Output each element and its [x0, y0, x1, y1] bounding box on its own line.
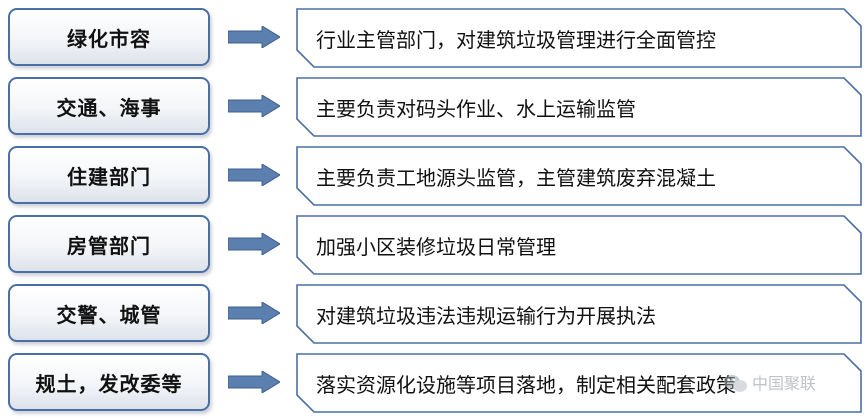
agency-box: 交警、城管	[8, 284, 210, 342]
agency-label: 交通、海事	[56, 95, 162, 120]
agency-box: 规土，发改委等	[8, 353, 210, 411]
diagram-row: 房管部门 加强小区装修垃圾日常管理	[0, 215, 868, 275]
duty-box	[296, 353, 862, 413]
diagram-row: 住建部门 主要负责工地源头监管，主管建筑废弃混凝土	[0, 146, 868, 206]
diagram-row: 规土，发改委等 落实资源化设施等项目落地，制定相关配套政策	[0, 353, 868, 413]
agency-label: 住建部门	[67, 164, 151, 189]
duty-box	[296, 284, 862, 344]
duty-text: 加强小区装修垃圾日常管理	[316, 234, 556, 259]
duty-box	[296, 77, 862, 137]
diagram-row: 绿化市容 行业主管部门，对建筑垃圾管理进行全面管控	[0, 8, 868, 68]
agency-label: 绿化市容	[67, 26, 151, 51]
duty-text: 主要负责工地源头监管，主管建筑废弃混凝土	[316, 165, 716, 190]
diagram-row: 交通、海事 主要负责对码头作业、水上运输监管	[0, 77, 868, 137]
agency-box: 房管部门	[8, 215, 210, 273]
duty-box	[296, 8, 862, 68]
right-arrow-icon	[228, 95, 280, 117]
right-arrow-icon	[228, 233, 280, 255]
agency-label: 规土，发改委等	[35, 371, 183, 396]
duty-box	[296, 215, 862, 275]
right-arrow-icon	[228, 371, 280, 393]
diagram-row: 交警、城管 对建筑垃圾违法违规运输行为开展执法	[0, 284, 868, 344]
watermark: 中国聚联	[724, 374, 816, 393]
duty-text: 对建筑垃圾违法违规运输行为开展执法	[316, 303, 656, 328]
right-arrow-icon	[228, 26, 280, 48]
duty-text: 行业主管部门，对建筑垃圾管理进行全面管控	[316, 27, 716, 52]
wechat-logo-icon	[724, 375, 747, 392]
agency-box: 绿化市容	[8, 8, 210, 66]
agency-label: 房管部门	[67, 233, 151, 258]
agency-box: 交通、海事	[8, 77, 210, 135]
right-arrow-icon	[228, 164, 280, 186]
watermark-text: 中国聚联	[752, 374, 816, 393]
duty-text: 落实资源化设施等项目落地，制定相关配套政策	[316, 372, 736, 397]
agency-label: 交警、城管	[56, 302, 162, 327]
duty-box	[296, 146, 862, 206]
right-arrow-icon	[228, 302, 280, 324]
duty-text: 主要负责对码头作业、水上运输监管	[316, 96, 636, 121]
agency-box: 住建部门	[8, 146, 210, 204]
